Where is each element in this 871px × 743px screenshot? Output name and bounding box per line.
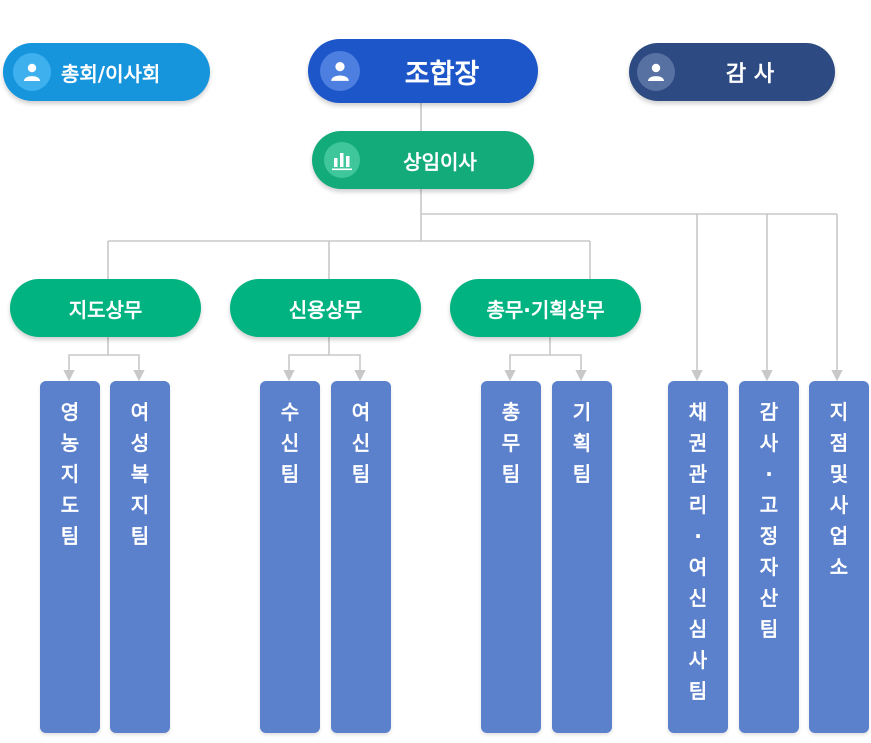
auditor-label: 감 사 — [725, 62, 775, 87]
executive-director-label: 상임이사 — [403, 149, 477, 174]
connector-team-3 — [283, 337, 330, 382]
person-icon — [637, 53, 675, 91]
division-guidance: 지도상무 — [10, 279, 201, 337]
unit-box: 채 권 관 리 · 여 신 심 사 팀 — [668, 381, 728, 733]
division-label: 신용상무 — [288, 297, 363, 322]
unit-box: 지 점 및 사 업 소 — [809, 381, 869, 733]
division-label: 총무·기획상무 — [486, 297, 605, 322]
auditor-node: 감 사 — [629, 43, 835, 101]
bar-chart-icon — [324, 142, 360, 178]
chairman-label: 조합장 — [404, 58, 480, 90]
connector-team-4 — [329, 354, 366, 382]
chairman-node: 조합장 — [308, 39, 538, 103]
person-icon — [320, 51, 360, 91]
team-box: 총 무 팀 — [481, 381, 541, 733]
connector-team-2 — [108, 354, 145, 382]
general-assembly-label: 총회/이사회 — [61, 61, 161, 86]
team-box: 영 농 지 도 팀 — [40, 381, 100, 733]
team-box: 수 신 팀 — [260, 381, 320, 733]
executive-director-node: 상임이사 — [312, 131, 534, 189]
person-icon — [13, 53, 51, 91]
division-label: 지도상무 — [68, 297, 143, 322]
connector-team-6 — [550, 354, 587, 382]
team-box: 여 신 팀 — [331, 381, 391, 733]
team-box: 여 성 복 지 팀 — [110, 381, 170, 733]
division-general-affairs: 총무·기획상무 — [450, 279, 641, 337]
connector-team-5 — [504, 337, 551, 382]
general-assembly-node: 총회/이사회 — [3, 43, 210, 101]
division-credit: 신용상무 — [230, 279, 421, 337]
unit-box: 감 사 · 고 정 자 산 팀 — [739, 381, 799, 733]
connector-team-1 — [63, 337, 109, 382]
team-box: 기 획 팀 — [552, 381, 612, 733]
